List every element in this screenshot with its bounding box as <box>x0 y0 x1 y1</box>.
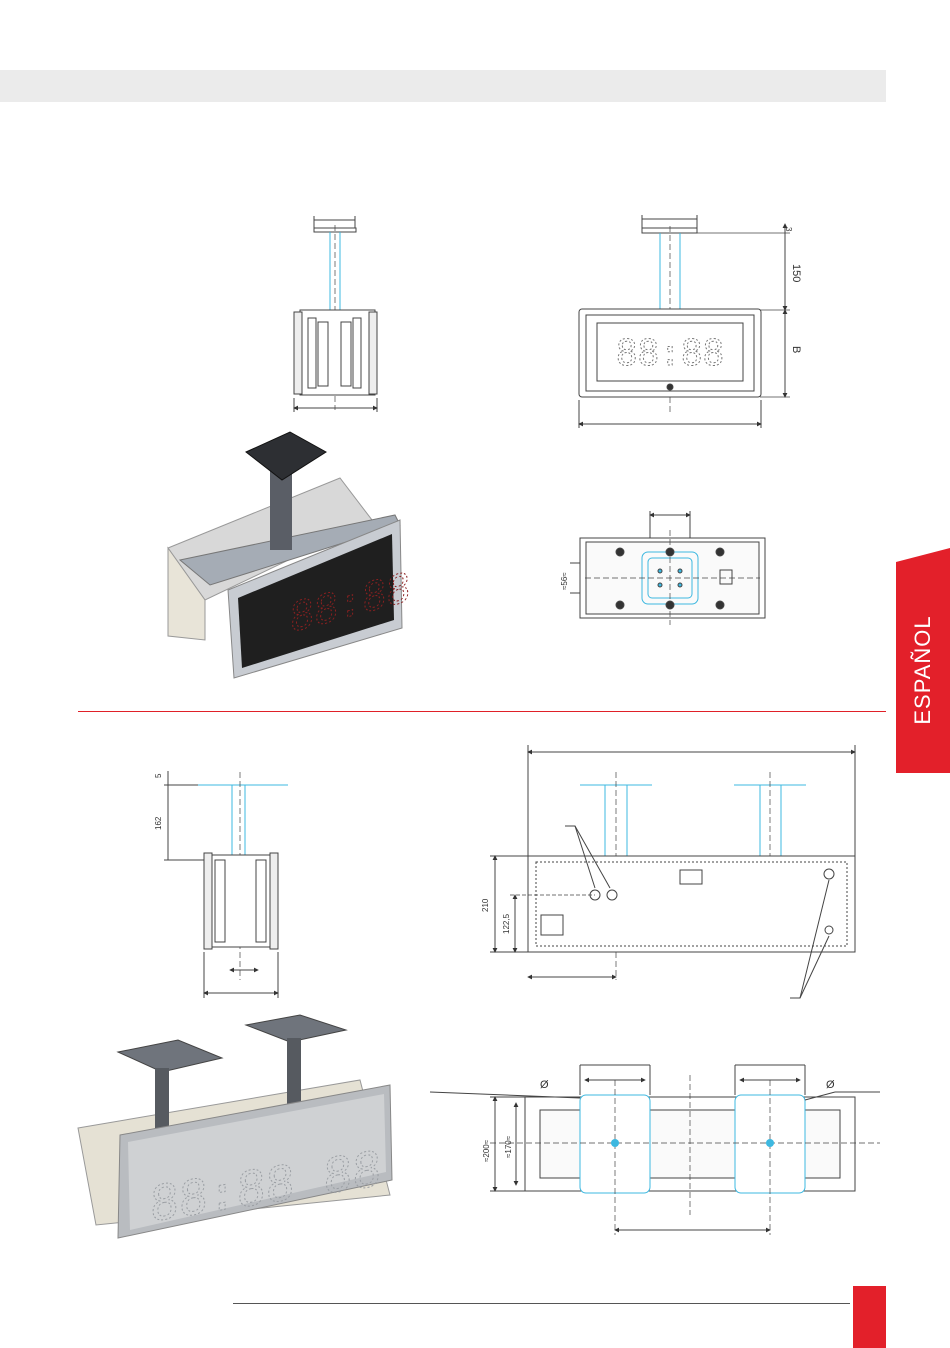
language-tab-label: ESPAÑOL <box>910 615 936 724</box>
dim-56-label: ≈56≈ <box>560 572 569 590</box>
dim-3-label: 3 <box>784 227 793 232</box>
dim-200-label: ≈200≈ <box>482 1139 491 1162</box>
front-view-double-mount <box>490 745 855 998</box>
side-view-single-mount <box>294 216 377 412</box>
footer-rule <box>233 1303 850 1304</box>
section-divider <box>78 711 886 712</box>
dim-210-label: 210 <box>481 898 490 912</box>
dim-150-label: 150 <box>790 264 802 282</box>
top-view-single-mount <box>570 511 765 625</box>
dim-b-label: B <box>790 346 802 353</box>
front-view-single-mount <box>579 215 790 428</box>
dim-5-label: 5 <box>154 773 163 778</box>
render-single-mount: 88:88 <box>168 432 410 678</box>
clock-display-top: 88:88 <box>616 333 724 374</box>
dim-122-5-label: 122,5 <box>502 913 511 934</box>
dim-162-label: 162 <box>154 816 163 830</box>
render-double-mount: 88:88 88 <box>78 1015 392 1238</box>
top-view-double-mount <box>430 1065 880 1235</box>
language-tab[interactable]: ESPAÑOL <box>896 548 950 773</box>
dim-170-label: ≈170≈ <box>504 1135 513 1158</box>
diameter-symbol-right: Ø <box>826 1079 835 1091</box>
side-view-double-mount <box>164 771 288 998</box>
footer-accent-block <box>853 1286 886 1348</box>
diameter-symbol-left: Ø <box>540 1079 549 1091</box>
